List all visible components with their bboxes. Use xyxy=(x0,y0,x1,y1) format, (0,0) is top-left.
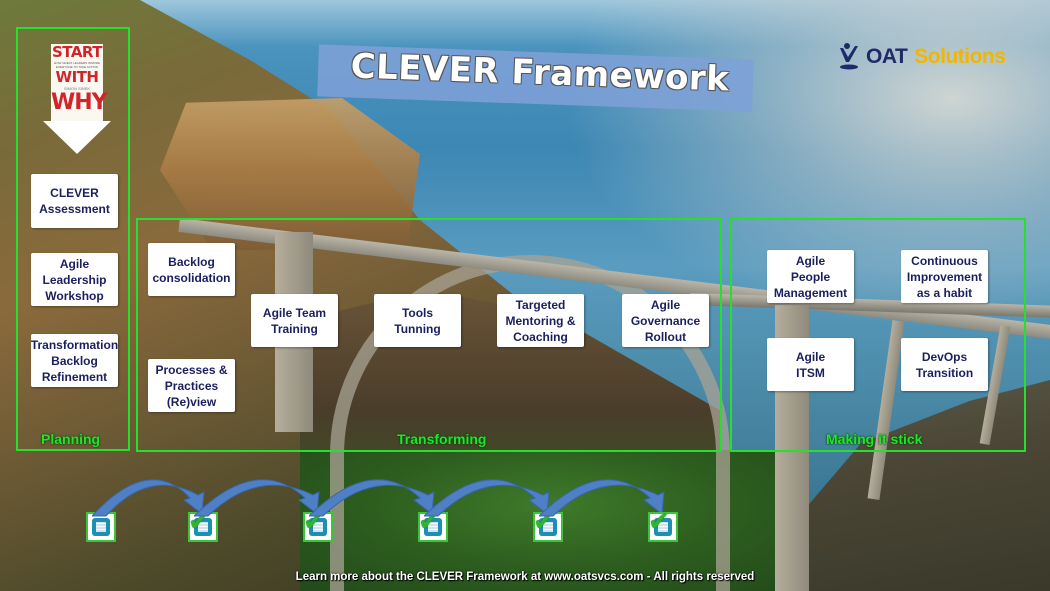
card-label: Agile Governance Rollout xyxy=(630,297,701,344)
checklist-frame xyxy=(424,518,442,536)
card-agile-itsm[interactable]: Agile ITSM xyxy=(767,338,854,391)
card-transformation-backlog-refinement[interactable]: Transformation Backlog Refinement xyxy=(31,334,118,387)
person-raising-arms-icon xyxy=(840,43,858,70)
logo-solutions: Solutions xyxy=(914,45,1006,68)
checklist-frame xyxy=(194,518,212,536)
card-targeted-mentoring-coaching[interactable]: Targeted Mentoring & Coaching xyxy=(497,294,584,347)
book-author: SIMON SINEK xyxy=(63,86,91,91)
card-label: Agile Team Training xyxy=(262,305,327,336)
logo-oat: OAT xyxy=(866,45,908,68)
card-label: Backlog consolidation xyxy=(152,254,231,285)
phase-frame-planning xyxy=(16,27,130,451)
book-title-line2: WITH xyxy=(55,68,99,86)
checklist-grid xyxy=(428,522,438,532)
checklist-grid xyxy=(543,522,553,532)
book-title-line1: START xyxy=(51,43,103,61)
start-with-why-book: START HOW GREAT LEADERS INSPIRE EVERYONE… xyxy=(51,43,108,124)
checklist-frame xyxy=(539,518,557,536)
footer-copyright: Learn more about the CLEVER Framework at… xyxy=(295,571,755,583)
card-label: Agile ITSM xyxy=(795,349,826,380)
card-clever-assessment[interactable]: CLEVER Assessment xyxy=(31,174,118,228)
card-label: DevOps Transition xyxy=(915,349,974,380)
card-label: Targeted Mentoring & Coaching xyxy=(505,297,576,344)
checklist-frame xyxy=(92,518,110,536)
phase-frame-making-it-stick xyxy=(730,218,1026,452)
checklist-grid xyxy=(658,522,668,532)
phase-label-making-it-stick: Making it stick xyxy=(826,431,923,447)
checklist-grid xyxy=(313,522,323,532)
curved-arrow-icon xyxy=(309,479,435,517)
phase-label-planning: Planning xyxy=(41,431,101,447)
checklist-checked-icon: ✔ xyxy=(648,508,678,542)
book-tagline: HOW GREAT LEADERS INSPIRE EVERYONE TO TA… xyxy=(54,61,100,69)
down-arrow-icon xyxy=(43,121,111,154)
card-agile-people-management[interactable]: Agile People Management xyxy=(767,250,854,303)
card-continuous-improvement[interactable]: Continuous Improvement as a habit xyxy=(901,250,988,303)
checklist-grid xyxy=(96,522,106,532)
phase-frame-transforming xyxy=(136,218,722,452)
card-tools-tunning[interactable]: Tools Tunning xyxy=(374,294,461,347)
card-label: Agile People Management xyxy=(773,253,848,300)
card-label: Transformation Backlog Refinement xyxy=(30,337,119,384)
card-label: CLEVER Assessment xyxy=(39,186,110,216)
checkmark-icon: ✔ xyxy=(648,506,670,536)
card-devops-transition[interactable]: DevOps Transition xyxy=(901,338,988,391)
phase-label-transforming: Transforming xyxy=(397,431,487,447)
checklist-grid xyxy=(198,522,208,532)
checklist-checked-icon: ✔ xyxy=(533,508,563,542)
card-processes-practices-review[interactable]: Processes & Practices (Re)view xyxy=(148,359,235,412)
card-label: Processes & Practices (Re)view xyxy=(155,362,228,409)
card-label: Agile Leadership Workshop xyxy=(42,256,107,303)
card-agile-team-training[interactable]: Agile Team Training xyxy=(251,294,338,347)
company-logo: OAT Solutions xyxy=(838,42,1006,72)
curved-arrow-icon xyxy=(194,479,320,517)
checklist-checked-icon: ✔ xyxy=(418,508,448,542)
checklist-frame xyxy=(309,518,327,536)
card-agile-leadership-workshop[interactable]: Agile Leadership Workshop xyxy=(31,253,118,306)
card-label: Continuous Improvement as a habit xyxy=(906,253,983,300)
curved-arrow-icon xyxy=(424,479,550,517)
card-label: Tools Tunning xyxy=(394,305,441,336)
curved-arrow-icon xyxy=(539,479,665,517)
checklist-icon xyxy=(86,512,116,542)
card-agile-governance-rollout[interactable]: Agile Governance Rollout xyxy=(622,294,709,347)
checklist-frame xyxy=(654,518,672,536)
card-backlog-consolidation[interactable]: Backlog consolidation xyxy=(148,243,235,296)
book-title-line3: WHY xyxy=(51,90,108,115)
